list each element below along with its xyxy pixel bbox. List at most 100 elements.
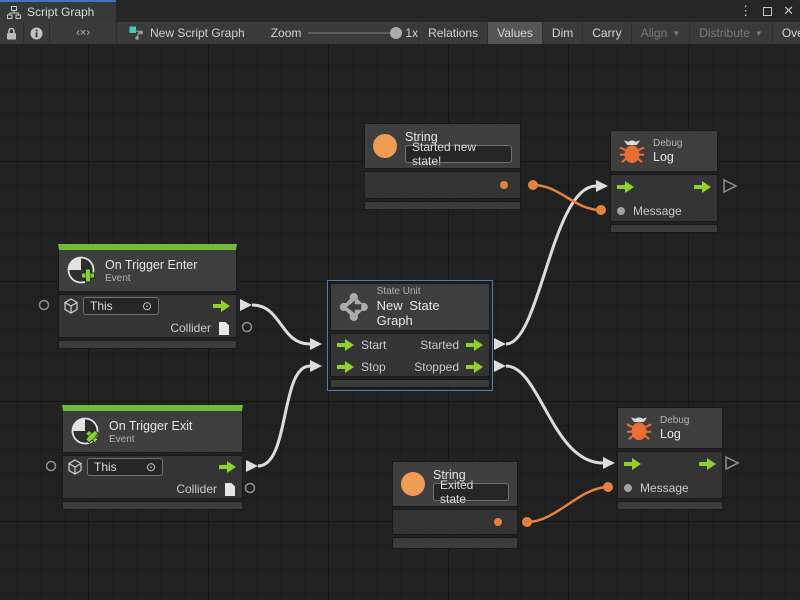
message-input-dot[interactable] [624, 484, 632, 492]
flow-input-arrow-icon[interactable] [624, 458, 641, 470]
node-ports: This ⊙ Collider [62, 455, 243, 499]
flow-out-port-log-bottom[interactable] [725, 455, 740, 471]
graph-name-button[interactable]: New Script Graph [117, 26, 255, 40]
value-in-port-exit-target[interactable] [45, 460, 57, 472]
tab-script-graph[interactable]: Script Graph [0, 0, 116, 22]
new-graph-icon [129, 26, 143, 40]
node-footer [364, 201, 521, 210]
code-view-icon: ‹×› [76, 27, 90, 39]
flow-input-arrow-icon[interactable] [337, 339, 354, 351]
chevron-down-icon: ▼ [672, 28, 681, 38]
zoom-slider-handle[interactable] [390, 27, 403, 39]
close-icon[interactable]: ✕ [783, 3, 794, 18]
port-label: Stop [361, 360, 386, 374]
target-picker-icon[interactable]: ⊙ [141, 299, 152, 313]
node-debug-log-top[interactable]: Debug Log Message [610, 130, 718, 233]
node-title: Log [653, 150, 674, 164]
flow-out-port-started[interactable] [494, 338, 506, 350]
value-out-port-exit-collider[interactable] [244, 482, 256, 494]
lock-button[interactable] [0, 22, 24, 44]
gameobject-cube-icon [67, 459, 83, 475]
flow-output-arrow-icon[interactable] [213, 300, 230, 312]
value-out-port-enter-collider[interactable] [241, 321, 253, 333]
flow-out-port-enter[interactable] [240, 299, 252, 311]
node-string-literal-bottom[interactable]: String Exited state [392, 461, 518, 549]
string-value-input[interactable]: Started new state! [405, 140, 512, 168]
menu-icon[interactable]: ⋮ [739, 3, 753, 18]
node-ports [392, 509, 518, 535]
flow-out-port-stopped[interactable] [494, 360, 506, 372]
event-icon [67, 256, 95, 283]
message-input-dot[interactable] [617, 207, 625, 215]
wire-exit-to-stop [257, 364, 311, 468]
plus-badge-icon [81, 268, 95, 282]
flow-input-arrow-icon[interactable] [337, 361, 354, 373]
string-value-input[interactable]: Exited state [433, 478, 509, 506]
zoom-slider[interactable] [308, 27, 403, 39]
zoom-label: Zoom [270, 26, 302, 40]
code-view-button[interactable]: ‹×› [50, 22, 117, 44]
node-header: State Unit New State Graph [330, 283, 490, 331]
port-label: Message [633, 204, 682, 218]
debug-bug-icon [619, 140, 645, 164]
string-icon [401, 472, 425, 496]
target-picker-icon[interactable]: ⊙ [145, 460, 156, 474]
info-icon [30, 27, 43, 39]
graph-name-label: New Script Graph [150, 26, 245, 40]
node-title: Log [660, 427, 681, 441]
flow-output-arrow-icon[interactable] [466, 361, 483, 373]
value-out-port-string-top[interactable] [528, 180, 538, 190]
align-dropdown[interactable]: Align ▼ [630, 22, 690, 44]
flow-output-arrow-icon[interactable] [699, 458, 716, 470]
zoom-value: 1x [405, 26, 419, 40]
value-output-dot[interactable] [494, 518, 502, 526]
info-button[interactable] [24, 22, 50, 44]
value-output-dot[interactable] [500, 181, 508, 189]
flow-input-arrow-icon[interactable] [617, 181, 634, 193]
target-input[interactable]: This ⊙ [83, 297, 159, 315]
port-label: Start [361, 338, 387, 352]
debug-bug-icon [626, 417, 652, 441]
node-footer [610, 224, 718, 233]
node-header: String Started new state! [364, 123, 521, 169]
value-in-port-enter-target[interactable] [38, 299, 50, 311]
node-string-literal-top[interactable]: String Started new state! [364, 123, 521, 210]
flow-output-arrow-icon[interactable] [466, 339, 483, 351]
dim-button[interactable]: Dim [541, 22, 582, 44]
value-wire-endpoints [522, 180, 613, 527]
overview-button[interactable]: Overview [771, 22, 800, 44]
target-input[interactable]: This ⊙ [87, 458, 163, 476]
flow-out-port-exit[interactable] [246, 460, 258, 472]
node-header: String Exited state [392, 461, 518, 507]
node-on-trigger-enter[interactable]: On Trigger Enter Event This ⊙ [58, 244, 237, 349]
flow-out-port-log-top[interactable] [723, 178, 738, 194]
node-footer [62, 501, 243, 510]
node-ports: Start Started Stop Stopped [330, 333, 490, 377]
zoom-slider-track [308, 32, 399, 34]
node-on-trigger-exit[interactable]: On Trigger Exit Event This ⊙ [62, 405, 243, 510]
carry-button[interactable]: Carry [582, 22, 630, 44]
values-button[interactable]: Values [487, 22, 542, 44]
node-title: String [433, 467, 466, 482]
string-icon [373, 134, 397, 158]
port-label: Collider [176, 482, 217, 496]
wire-stopped-to-log [505, 364, 604, 465]
node-subtitle: Event [105, 272, 131, 284]
node-ports: Message [610, 174, 718, 222]
node-state-unit[interactable]: State Unit New State Graph Start Started… [327, 280, 493, 391]
flow-output-arrow-icon[interactable] [219, 461, 236, 473]
flow-output-arrow-icon[interactable] [694, 181, 711, 193]
collider-file-icon [225, 482, 235, 496]
node-debug-log-bottom[interactable]: Debug Log Message [617, 407, 723, 510]
script-graph-icon [7, 5, 21, 19]
relations-button[interactable]: Relations [418, 22, 487, 44]
node-title: New State Graph [376, 298, 440, 328]
gameobject-cube-icon [63, 298, 79, 314]
maximize-icon[interactable] [763, 6, 773, 16]
port-label: Started [420, 338, 459, 352]
port-label: Stopped [414, 360, 459, 374]
distribute-dropdown[interactable]: Distribute ▼ [689, 22, 772, 44]
graph-canvas[interactable]: String Started new state! [0, 44, 800, 600]
value-out-port-string-bottom[interactable] [522, 517, 532, 527]
